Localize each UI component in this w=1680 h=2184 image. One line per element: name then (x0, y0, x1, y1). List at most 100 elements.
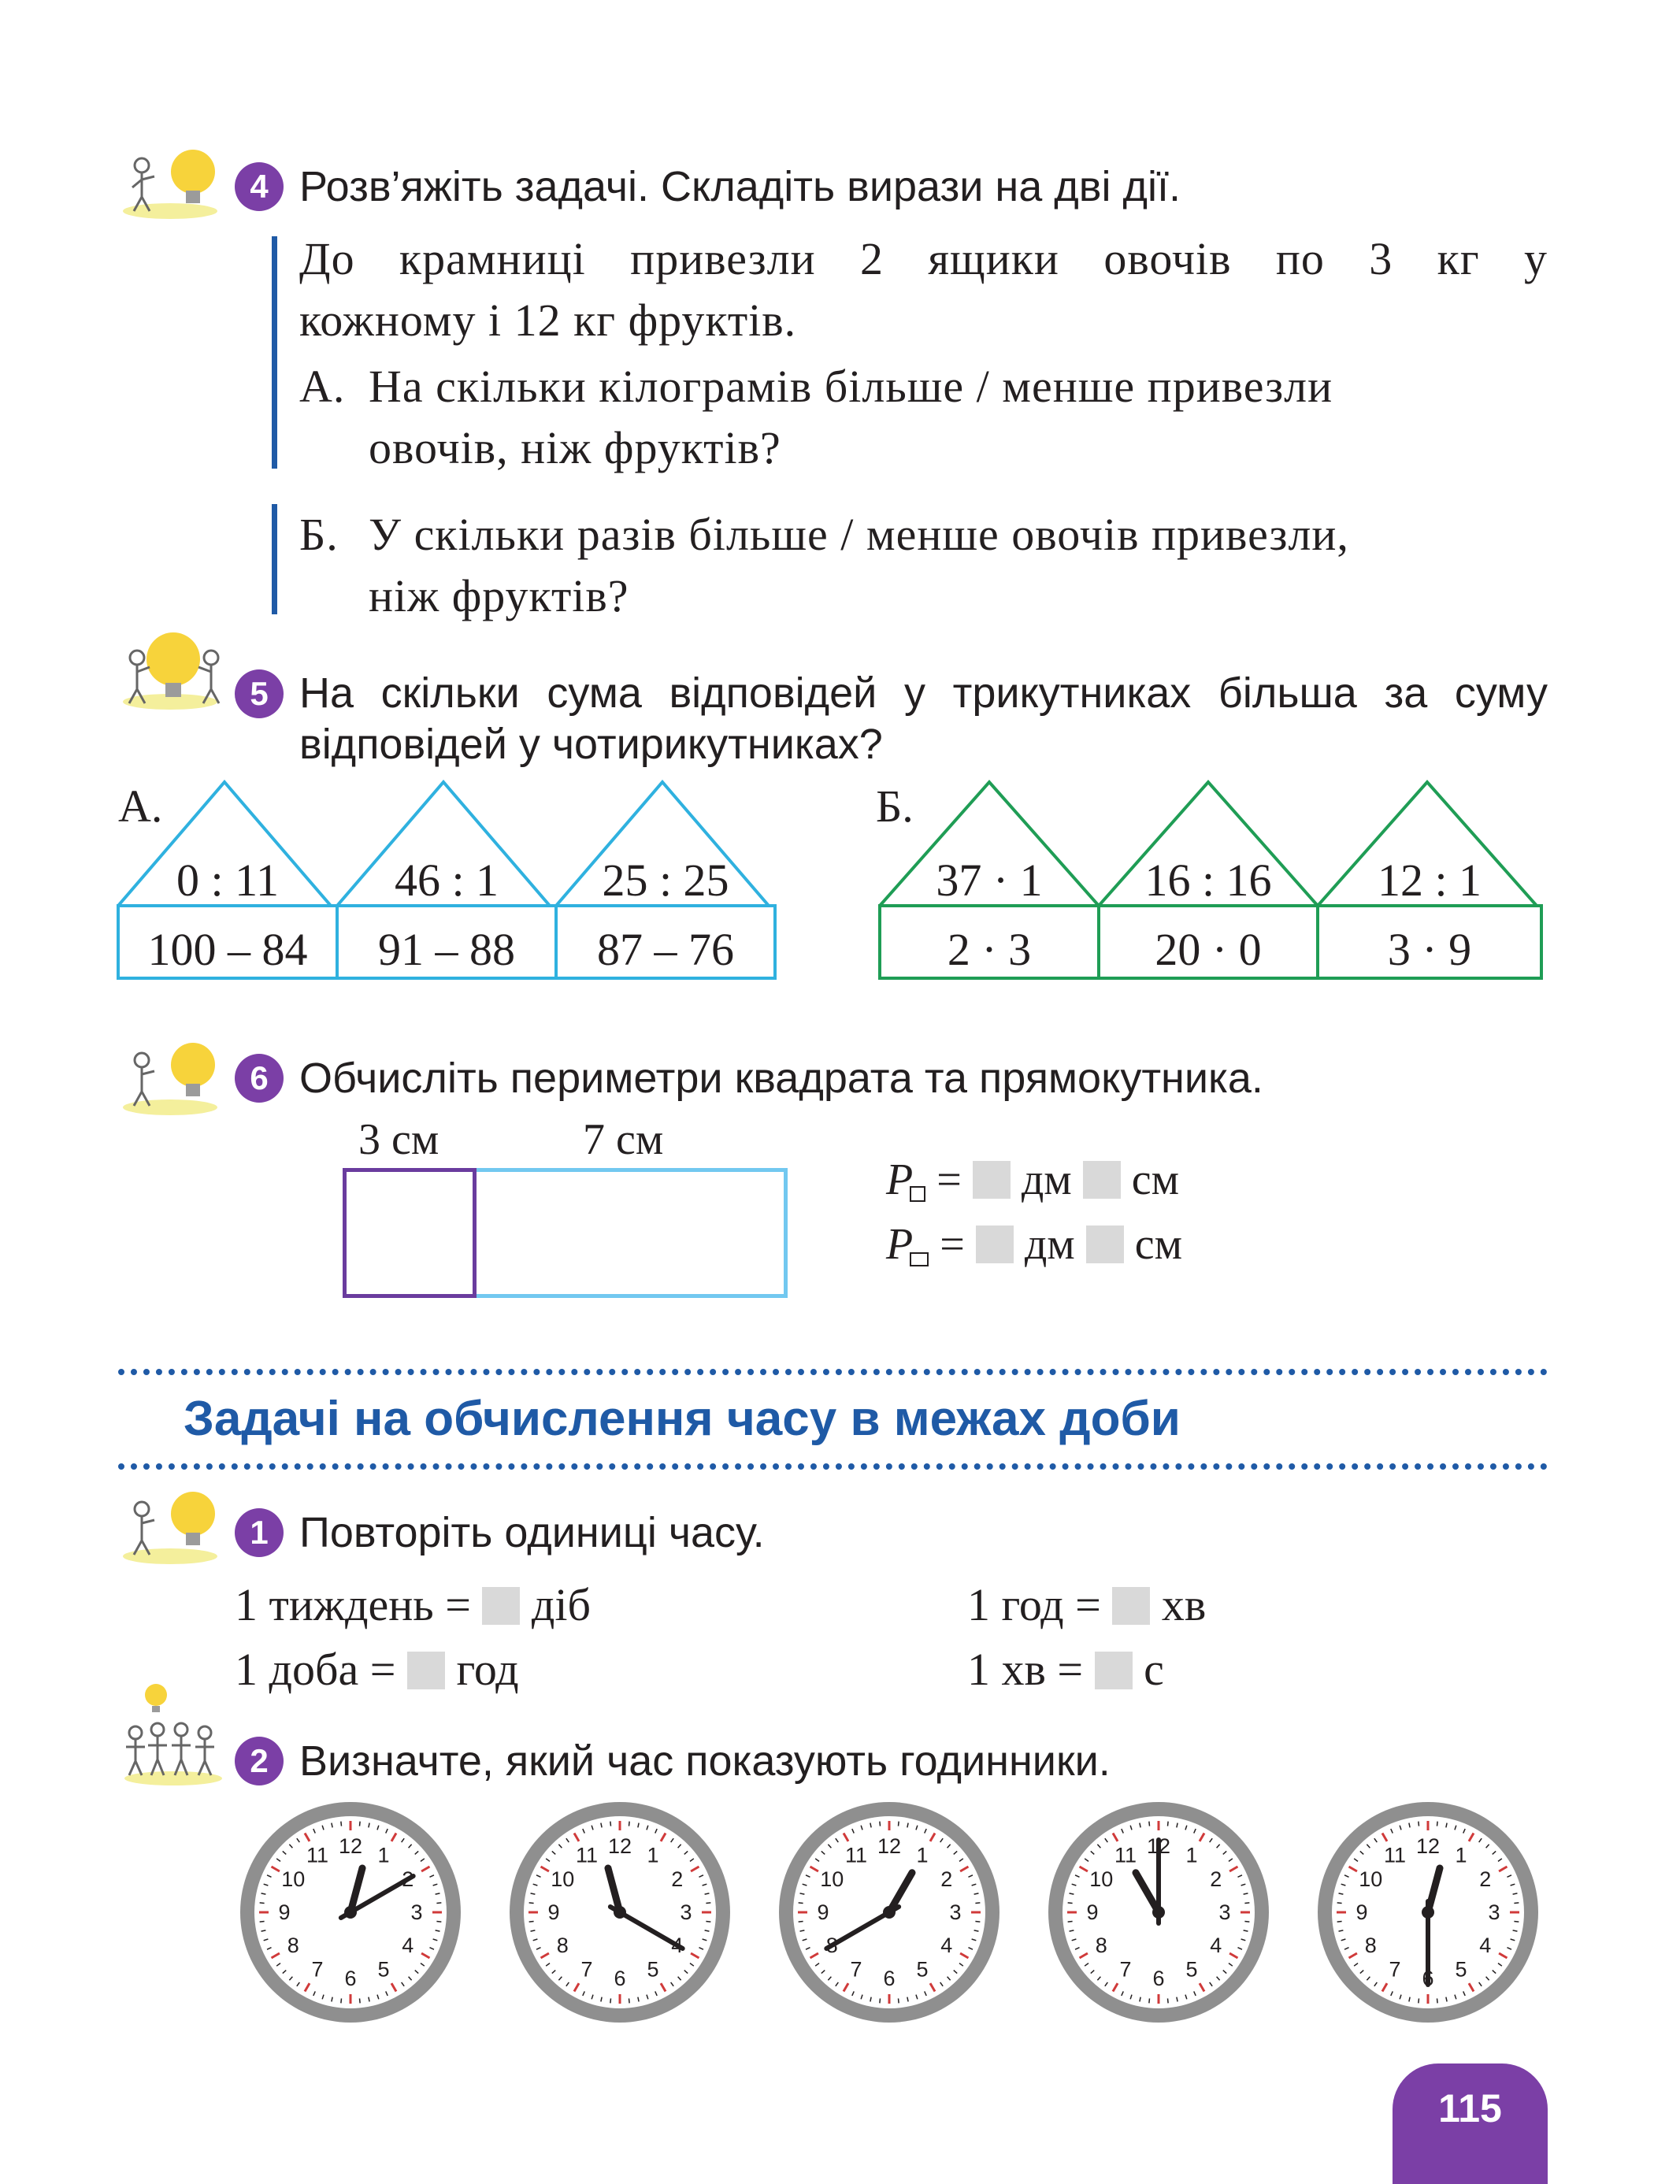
clock-tick (827, 1844, 832, 1848)
clock-tick (1216, 1976, 1221, 1981)
clock-number: 2 (940, 1867, 952, 1891)
answer-box-square-dm[interactable] (972, 1161, 1011, 1199)
week-left: 1 тиждень = (235, 1579, 471, 1630)
clock-tick (879, 1821, 881, 1826)
clock-tick (551, 1850, 556, 1855)
clock-tick (528, 1920, 534, 1923)
clock-tick (1478, 1837, 1482, 1843)
clock-tick (879, 1998, 881, 2004)
answer-box-rect-cm[interactable] (1085, 1225, 1124, 1263)
clock-tick (1241, 1883, 1246, 1886)
clock-tick (1129, 1994, 1133, 2000)
clock-1: 121234567891011 (240, 1802, 461, 2023)
clock-tick (358, 1998, 361, 2004)
clock-tick (1514, 1920, 1519, 1923)
clock-tick (1366, 1976, 1370, 1981)
perimeter-symbol: P (886, 1220, 914, 1269)
clock-tick (1510, 1883, 1515, 1886)
answer-box-hour[interactable] (1112, 1587, 1151, 1625)
answer-box-day[interactable] (406, 1652, 445, 1689)
clock-number: 7 (850, 1958, 862, 1982)
clock-tick (540, 1865, 550, 1873)
clock-tick (1228, 1858, 1233, 1862)
clock-tick (851, 1828, 855, 1834)
clock-number: 3 (680, 1900, 692, 1924)
clock-tick (646, 1994, 649, 2000)
section-task-2-badge: 2 (235, 1737, 284, 1785)
clock-tick (259, 1902, 265, 1904)
clock-tick (1129, 1825, 1133, 1830)
clock-tick (536, 1947, 541, 1950)
clock-number: 9 (1086, 1900, 1098, 1924)
clock-tick (540, 1952, 550, 1960)
clock-tick (600, 1997, 603, 2002)
task-4-instruction: Розв’яжіть задачі. Складіть вирази на дв… (299, 163, 1181, 210)
clock-number: 11 (306, 1843, 328, 1867)
answer-box-minute[interactable] (1094, 1652, 1133, 1689)
clock-tick (1399, 1825, 1402, 1830)
clock-tick (835, 1837, 839, 1843)
clock-number: 5 (377, 1958, 389, 1982)
clock-tick (1185, 1994, 1188, 2000)
clock-tick (414, 1850, 419, 1855)
answer-box-week[interactable] (482, 1587, 521, 1625)
clock-number: 1 (647, 1843, 658, 1867)
rectangle-subscript-icon (910, 1252, 929, 1266)
clock-tick (1209, 1982, 1213, 1987)
clock-tick (805, 1874, 810, 1878)
clock-tick (270, 1865, 280, 1873)
clock-tick (1084, 1858, 1089, 1862)
day-equation: 1 доба = год (235, 1642, 519, 1697)
section-divider-bottom (118, 1463, 1548, 1470)
clock-number: 4 (940, 1934, 952, 1957)
clock-number: 8 (557, 1934, 569, 1957)
hour-equation: 1 год = хв (967, 1578, 1206, 1633)
clock-tick (1390, 1991, 1393, 1997)
clock-tick (266, 1947, 272, 1950)
clock-tick (1359, 1850, 1364, 1855)
clock-tick (1337, 1920, 1342, 1923)
clock-tick (1237, 1947, 1243, 1950)
clock-tick (1148, 1998, 1151, 2004)
answer-box-rect-dm[interactable] (975, 1225, 1014, 1263)
task-4-badge: 4 (235, 162, 284, 211)
clock-tick (1148, 1821, 1151, 1826)
clock-number: 2 (671, 1867, 683, 1891)
clock-tick (842, 1982, 850, 1993)
clock-hour-hand (1132, 1869, 1163, 1916)
clock-tick (1510, 1938, 1515, 1941)
clock-number: 3 (949, 1900, 961, 1924)
clock-number: 1 (916, 1843, 928, 1867)
clock-tick (1478, 1982, 1482, 1987)
clock-tick (1111, 1982, 1119, 1993)
clock-tick (968, 1874, 974, 1878)
clock-number: 9 (547, 1900, 559, 1924)
task-4-line-1: До крамниці привезли 2 ящики овочів по 3… (299, 233, 1548, 284)
clock-number: 4 (402, 1934, 414, 1957)
clock-tick (959, 1952, 970, 1960)
hour-unit: хв (1161, 1579, 1207, 1630)
clock-tick (802, 1938, 807, 1941)
clock-4: 121234567891011 (1048, 1802, 1269, 2023)
clock-tick (1359, 1970, 1364, 1974)
clock-tick (1104, 1982, 1108, 1987)
unit-dm: дм (1024, 1220, 1075, 1269)
clock-tick (1366, 1844, 1370, 1848)
clock-tick (690, 1952, 700, 1960)
clock-tick (870, 1822, 872, 1828)
clock-tick (266, 1874, 272, 1878)
answer-box-square-cm[interactable] (1082, 1161, 1121, 1199)
clock-tick (702, 1883, 707, 1886)
house-b2-base: 20 · 0 (1155, 924, 1262, 975)
clock-tick (1348, 1952, 1358, 1960)
group-lightbulb-icon (124, 1684, 222, 1785)
clock-tick (655, 1828, 658, 1834)
task-4-a-line-1: На скільки кілограмів більше / менше при… (369, 361, 1333, 412)
clock-number: 12 (877, 1834, 901, 1858)
clock-tick (566, 1837, 569, 1843)
clock-number: 1 (377, 1843, 389, 1867)
lightbulb-icon (123, 1043, 217, 1115)
clock-tick (1338, 1893, 1344, 1895)
clock-tick (821, 1850, 825, 1855)
unit-dm: дм (1021, 1155, 1072, 1204)
